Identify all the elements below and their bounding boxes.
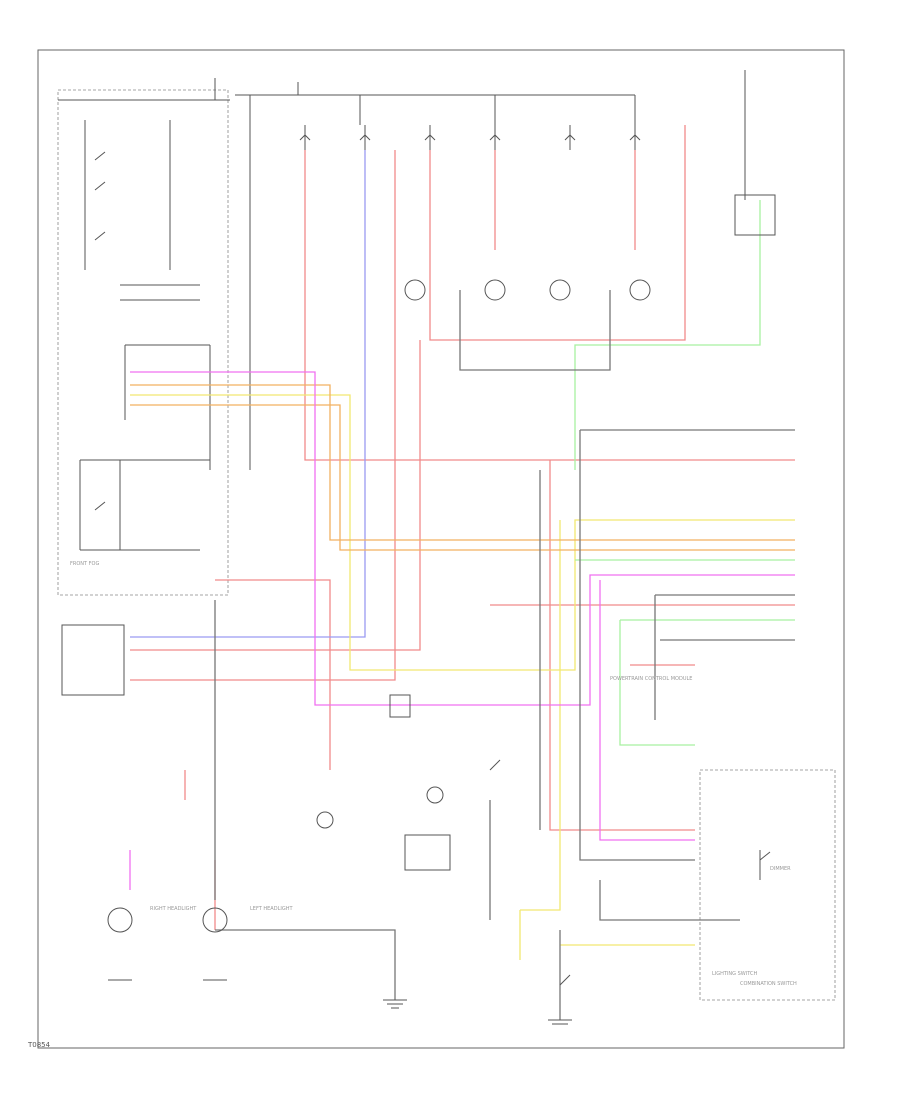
annotations: FRONT FOG COMBINATION SWITCH RIGHT HEADL… [70, 561, 797, 987]
relay-box [57, 89, 229, 596]
right-connector-box [734, 194, 776, 236]
dash-lamp [426, 786, 444, 804]
center-relay [389, 694, 411, 718]
wire-red-1 [304, 150, 795, 461]
headlight-bulb-1 [404, 279, 426, 301]
wire-red-4 [130, 340, 421, 651]
fuse-row [299, 125, 641, 150]
right-headlight-label: RIGHT HEADLIGHT [150, 906, 197, 912]
left-connector-block [61, 624, 125, 696]
pcm-label: POWERTRAIN CONTROL MODULE [610, 676, 692, 682]
left-headlight-label: LEFT HEADLIGHT [250, 906, 293, 912]
fog-light-right [107, 907, 133, 933]
lighting-switch-label: LIGHTING SWITCH [712, 971, 757, 977]
component-boxes [57, 89, 836, 1001]
lighting-switch-box [699, 769, 836, 1001]
relay-switches [79, 120, 211, 551]
indicator-lamp [316, 811, 334, 829]
grounds [108, 979, 572, 1025]
wire-red-8 [549, 460, 695, 831]
combination-switch-label: COMBINATION SWITCH [740, 981, 797, 987]
wire-black-5 [459, 290, 611, 371]
wire-pink-1 [130, 371, 795, 706]
diagram-border [37, 49, 845, 1049]
modules [61, 194, 776, 986]
wire-yellow-2 [519, 520, 561, 960]
headlight-bulb-4 [629, 279, 651, 301]
wire-red-3 [215, 579, 331, 770]
figure-code: T0854 [28, 1041, 51, 1049]
wire-black-1 [579, 429, 795, 861]
wire-orange-1 [130, 384, 795, 541]
wire-yellow-1 [130, 394, 795, 671]
wire-pink-2 [599, 580, 695, 841]
wires [129, 125, 795, 1020]
wire-blue [130, 150, 366, 638]
wire-green-3 [619, 620, 695, 746]
power-bus [58, 70, 746, 470]
bulbs [107, 279, 651, 933]
wire-red-5 [130, 150, 396, 681]
wire-black-6 [214, 600, 396, 1000]
wire-red-2 [429, 125, 686, 341]
wire-black-8 [599, 880, 740, 921]
headlight-bulb-2 [484, 279, 506, 301]
wire-black-2 [654, 594, 795, 720]
wire-green-1 [574, 200, 761, 470]
wire-orange-2 [130, 404, 795, 551]
fog-relay-box [404, 834, 451, 871]
dimmer-label: DIMMER [770, 866, 791, 872]
headlight-bulb-3 [549, 279, 571, 301]
fog-light-left [202, 907, 228, 933]
fog-switch-label: FRONT FOG [70, 561, 99, 567]
